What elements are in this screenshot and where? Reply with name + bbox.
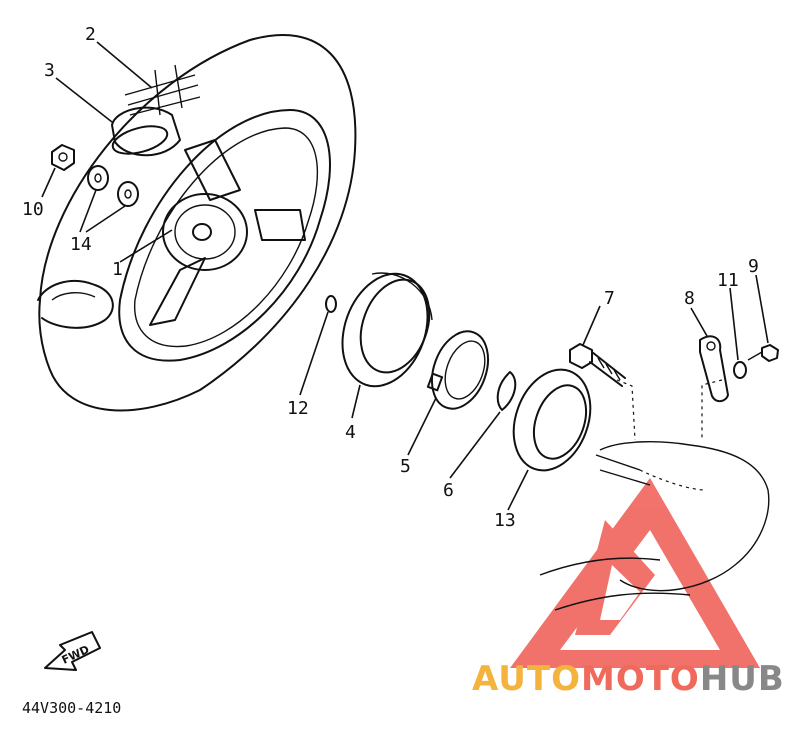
gear-case <box>539 441 770 611</box>
label-3: 3 <box>44 60 55 81</box>
label-14: 14 <box>70 234 92 255</box>
nut <box>51 144 75 171</box>
part-labels: 2 3 10 14 1 12 4 5 6 13 7 8 11 9 <box>22 24 759 531</box>
lever-bolt <box>747 344 779 362</box>
label-9: 9 <box>748 256 759 277</box>
circlip <box>496 371 517 411</box>
dust-seal <box>512 368 592 472</box>
watermark-part-a: AUTO <box>472 659 581 699</box>
spacer <box>325 295 337 313</box>
label-5: 5 <box>400 456 411 477</box>
cam-lever <box>699 335 729 403</box>
diagram-code: 44V300-4210 <box>22 699 121 717</box>
washers <box>87 165 139 207</box>
watermark-text: AUTOMOTOHUB <box>472 659 785 699</box>
wheel-assembly <box>37 34 357 412</box>
label-6: 6 <box>443 480 454 501</box>
label-10: 10 <box>22 199 44 220</box>
svg-text:AUTOMOTOHUB: AUTOMOTOHUB <box>472 659 785 699</box>
label-11: 11 <box>717 270 739 291</box>
label-4: 4 <box>345 422 356 443</box>
tube-valve <box>111 106 181 157</box>
watermark-triangle-logo <box>510 478 760 668</box>
label-12: 12 <box>287 398 309 419</box>
label-7: 7 <box>604 288 615 309</box>
label-13: 13 <box>494 510 516 531</box>
bolt <box>569 343 626 387</box>
label-2: 2 <box>85 24 96 45</box>
fwd-label: FWD <box>60 643 92 667</box>
forward-arrow: FWD <box>44 631 101 671</box>
watermark-part-b: MOTO <box>581 659 700 699</box>
leader-lines <box>41 41 769 511</box>
watermark-part-c: HUB <box>700 659 785 699</box>
label-8: 8 <box>684 288 695 309</box>
brake-shoe <box>426 330 490 410</box>
brake-drum <box>341 272 433 388</box>
label-1: 1 <box>112 259 123 280</box>
lever-nut <box>733 361 747 379</box>
